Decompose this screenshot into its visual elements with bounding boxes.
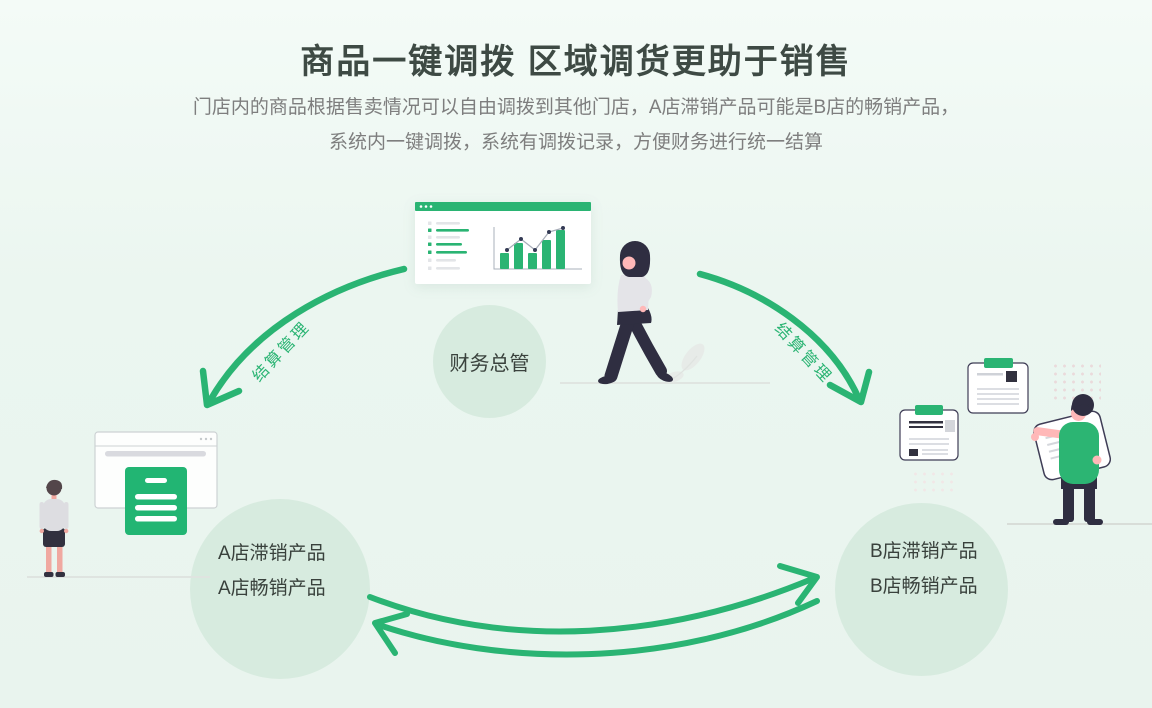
page-subtitle: 门店内的商品根据售卖情况可以自由调拨到其他门店，A店滞销产品可能是B店的畅销产品… [0,90,1152,160]
standing-man [39,479,69,577]
product-card-icon [125,467,187,535]
dashboard-window [415,202,591,284]
window-dots-icon [419,205,433,208]
subtitle-line-2: 系统内一键调拨，系统有调拨记录，方便财务进行统一结算 [328,132,823,153]
right-settlement-arrow [696,270,873,406]
note-card-icon [967,358,1029,414]
center-person-illustration [560,241,770,385]
subtitle-line-1: 门店内的商品根据售卖情况可以自由调拨到其他门店，A店滞销产品可能是B店的畅销产品… [192,97,960,118]
note-card-icon [899,405,959,461]
transfer-arrow-left [372,598,820,658]
dashboard-list [428,221,469,270]
store-b-circle: B店滞销产品 B店畅销产品 [835,503,1008,676]
dashboard-bar-chart [493,226,582,270]
page-title: 商品一键调拨 区域调货更助于销售 [300,43,852,81]
manager-label: 财务总管 [449,353,530,375]
dots-pattern [911,470,953,492]
right-store-illustration [899,358,1152,525]
store-b-line-2: B店畅销产品 [870,576,978,597]
store-a-line-2: A店畅销产品 [218,578,326,599]
transfer-arrow-right [367,563,820,635]
dashboard-illustration [415,202,591,284]
store-a-line-1: A店滞销产品 [218,543,326,564]
left-settlement-arrow [199,265,408,409]
manager-circle: 财务总管 [433,305,546,418]
store-a-circle: A店滞销产品 A店畅销产品 [190,499,370,679]
standing-woman [598,241,674,385]
left-store-illustration [27,431,218,578]
store-b-line-1: B店滞销产品 [870,541,978,562]
dots-pattern [1051,362,1101,400]
person-holding-document [1031,394,1112,525]
